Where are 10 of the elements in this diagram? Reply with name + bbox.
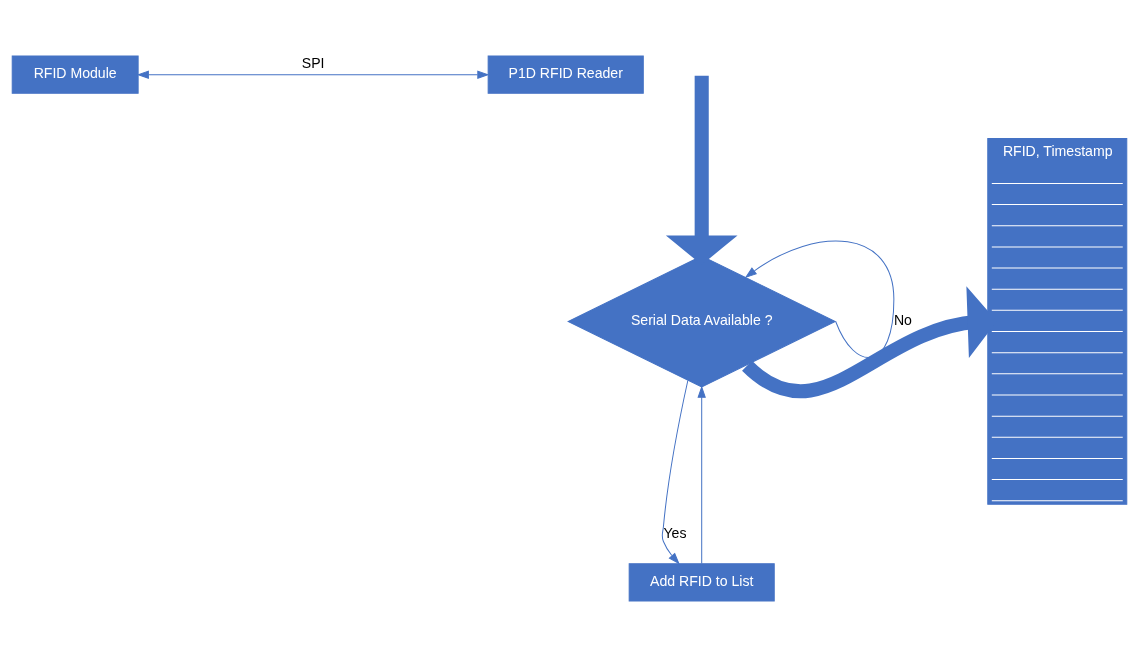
edge-label: SPI — [301, 54, 325, 71]
arrow — [661, 380, 689, 565]
node-box: Add RFID to List — [628, 563, 775, 602]
node-box: RFID Module — [11, 55, 139, 94]
arrow — [744, 240, 895, 358]
edge-label: Yes — [663, 524, 687, 541]
arrow — [697, 385, 706, 564]
arrow — [136, 70, 490, 79]
edge-label: No — [893, 312, 912, 329]
node-box: P1D RFID Reader — [487, 55, 644, 94]
